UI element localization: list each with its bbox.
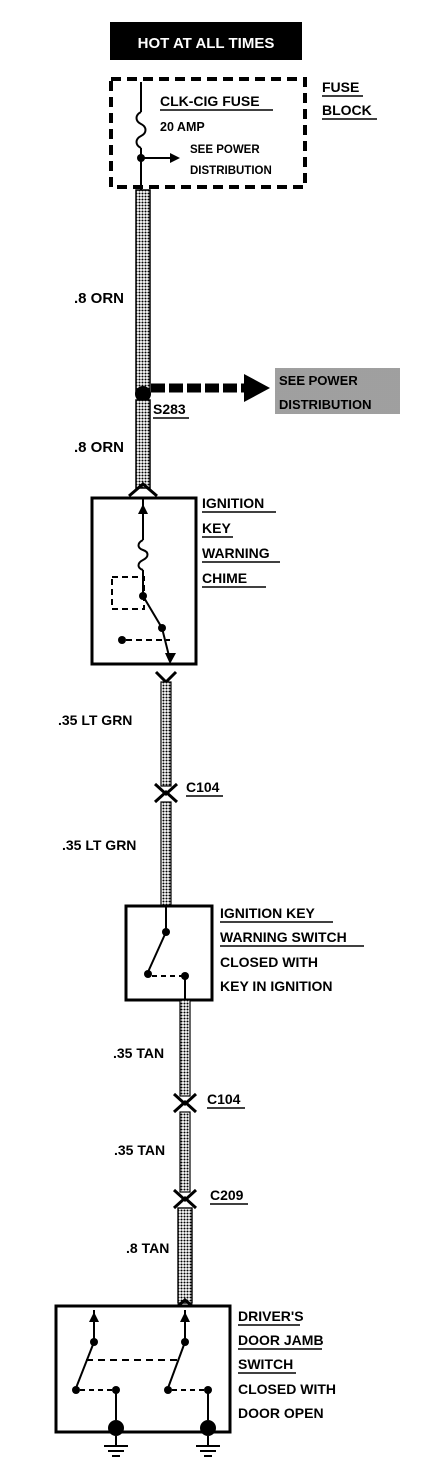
warning-switch-label-1: IGNITION KEY [220, 905, 316, 921]
connector-label-3: C209 [210, 1187, 244, 1203]
fuse-block: CLK-CIG FUSE 20 AMP SEE POWER DISTRIBUTI… [109, 77, 307, 190]
chime-input-connector-icon [128, 482, 158, 498]
wire-ltgrn-upper [160, 681, 172, 787]
connector-c209 [172, 1188, 198, 1210]
fuse-see-line2: DISTRIBUTION [190, 165, 272, 177]
wire-tan-upper [179, 999, 191, 1097]
splice-branch-arrow [151, 374, 270, 402]
chime-box [90, 496, 198, 666]
connector-label-1: C104 [186, 779, 220, 795]
header-title: HOT AT ALL TIMES [138, 35, 275, 52]
door-switch-label-3: SWITCH [238, 1356, 293, 1372]
chime-label-3: WARNING [202, 545, 270, 561]
ground-right-icon [196, 1420, 220, 1457]
splice-see-line2: DISTRIBUTION [279, 397, 371, 412]
splice-s283-dot [135, 386, 151, 402]
connector-c104-upper [153, 782, 179, 804]
splice-see-line1: SEE POWER [279, 373, 358, 388]
fuse-block-label-1: FUSE [322, 79, 359, 95]
chime-label-1: IGNITION [202, 495, 264, 511]
fuse-see-line1: SEE POWER [190, 144, 260, 156]
warning-switch-label-3: CLOSED WITH [220, 954, 318, 970]
wire-label-4: .35 LT GRN [62, 837, 136, 853]
ground-left-icon [104, 1420, 128, 1457]
warning-switch-label-4: KEY IN IGNITION [220, 978, 333, 994]
connector-label-2: C104 [207, 1091, 241, 1107]
chime-label-4: CHIME [202, 570, 247, 586]
see-power-shaded-box [275, 368, 400, 414]
wire-orange-upper [135, 189, 151, 394]
wire-ltgrn-lower [160, 801, 172, 907]
chime-coil-icon [137, 539, 149, 571]
door-switch-label-2: DOOR JAMB [238, 1332, 324, 1348]
fuse-block-label-2: BLOCK [322, 102, 372, 118]
wire-tan-middle [179, 1111, 191, 1193]
warning-switch-label-2: WARNING SWITCH [220, 929, 347, 945]
door-switch-label-5: DOOR OPEN [238, 1405, 324, 1421]
wire-label-7: .8 TAN [126, 1240, 169, 1256]
door-switch-label-1: DRIVER'S [238, 1308, 304, 1324]
warning-switch-box [124, 904, 214, 1002]
chime-output-connector-icon [154, 670, 178, 685]
wire-label-6: .35 TAN [114, 1142, 165, 1158]
fuse-element-icon [135, 111, 147, 149]
wire-label-5: .35 TAN [113, 1045, 164, 1061]
fuse-rating: 20 AMP [160, 120, 205, 134]
door-switch-box [54, 1304, 232, 1434]
header-label: HOT AT ALL TIMES [110, 22, 302, 60]
wire-label-2: .8 ORN [74, 439, 124, 456]
connector-c104-lower [172, 1092, 198, 1114]
door-switch-label-4: CLOSED WITH [238, 1381, 336, 1397]
fuse-name: CLK-CIG FUSE [160, 93, 260, 109]
wire-label-3: .35 LT GRN [58, 712, 132, 728]
chime-label-2: KEY [202, 520, 231, 536]
splice-id: S283 [153, 401, 186, 417]
wire-label-1: .8 ORN [74, 290, 124, 307]
wire-tan-lower [177, 1207, 193, 1304]
wire-orange-lower [135, 399, 151, 489]
